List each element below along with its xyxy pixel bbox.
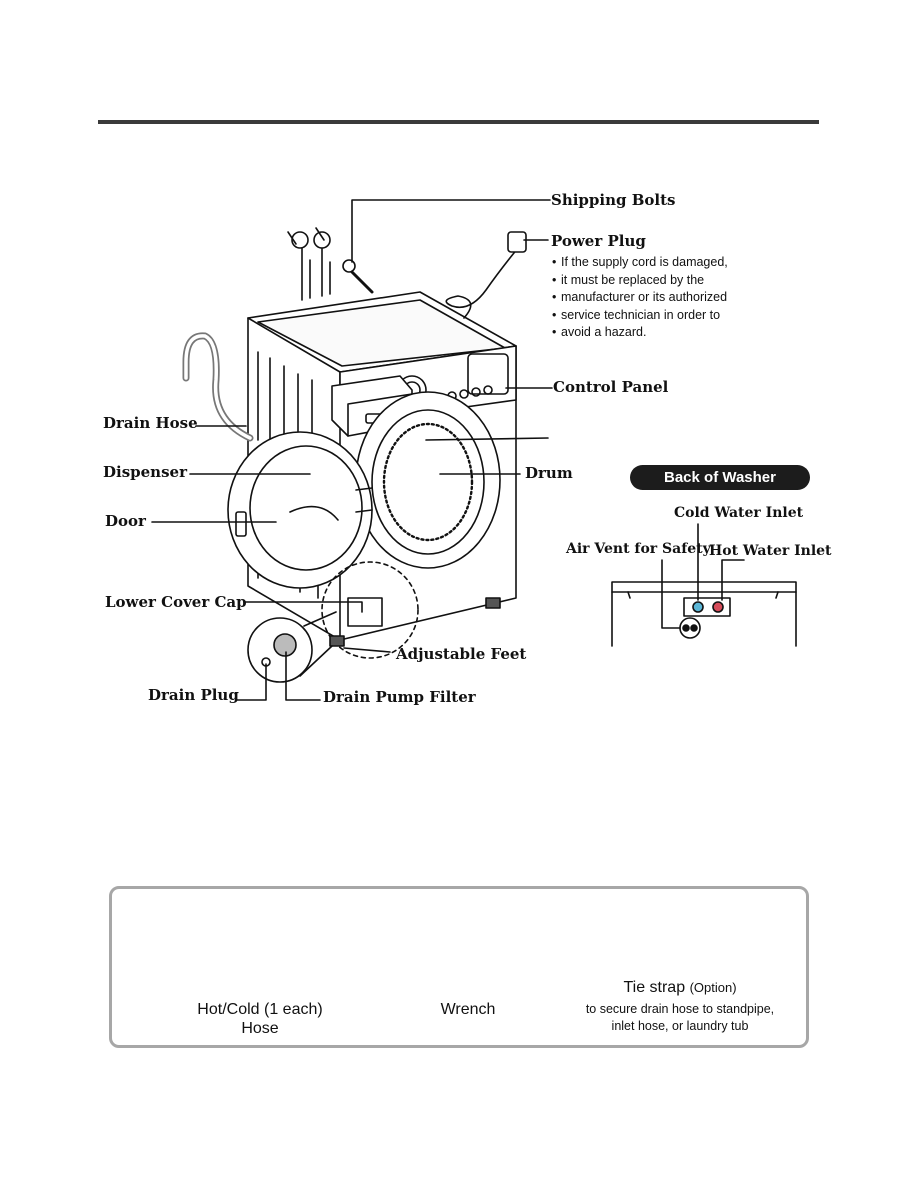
tie-strap-option: (Option) (689, 980, 737, 995)
note-line: manufacturer or its authorized (552, 289, 752, 307)
power-cord (445, 247, 519, 319)
tie-strap-label: Tie strap (623, 979, 686, 996)
label-drum: Drum (525, 464, 573, 482)
label-dispenser: Dispenser (103, 463, 187, 481)
label-drain-pump-filter: Drain Pump Filter (323, 688, 476, 706)
hose-caption-line2: Hose (241, 1020, 279, 1037)
tie-strap-description: to secure drain hose to standpipe, inlet… (560, 1001, 800, 1035)
power-plug-note: If the supply cord is damaged, it must b… (552, 254, 752, 342)
drum-opening (371, 409, 485, 555)
label-lower-cover-cap: Lower Cover Cap (105, 593, 247, 611)
cold-inlet-dot (692, 601, 704, 613)
hose-caption: Hot/Cold (1 each) Hose (170, 1000, 350, 1038)
label-drain-hose: Drain Hose (103, 414, 198, 432)
back-panel (611, 581, 797, 647)
hot-inlet-dot (712, 601, 724, 613)
note-line: service technician in order to (552, 307, 752, 325)
note-line: avoid a hazard. (552, 324, 752, 342)
label-hot-water-inlet: Hot Water Inlet (709, 543, 832, 559)
label-air-vent: Air Vent for Safety (566, 541, 711, 557)
tie-strap-caption: Tie strap (Option) (560, 978, 800, 997)
label-adjustable-feet: Adjustable Feet (396, 645, 527, 663)
lower-cover-cap (347, 597, 383, 627)
back-of-washer-title: Back of Washer (630, 465, 810, 490)
label-shipping-bolts: Shipping Bolts (551, 191, 676, 209)
accessories-box (109, 886, 809, 1048)
tie-desc-line1: to secure drain hose to standpipe, (585, 1002, 775, 1016)
label-door: Door (105, 512, 146, 530)
label-cold-water-inlet: Cold Water Inlet (674, 505, 804, 521)
label-power-plug: Power Plug (551, 232, 646, 250)
tie-desc-line2: inlet hose, or laundry tub (611, 1019, 749, 1033)
label-drain-plug: Drain Plug (148, 686, 239, 704)
washer-diagram (151, 199, 797, 701)
wrench-caption: Wrench (440, 1001, 496, 1018)
hose-caption-line1: Hot/Cold (1 each) (197, 1001, 323, 1018)
note-line: If the supply cord is damaged, (552, 254, 752, 272)
label-control-panel: Control Panel (553, 378, 669, 396)
header-rule (98, 120, 819, 124)
note-line: it must be replaced by the (552, 272, 752, 290)
